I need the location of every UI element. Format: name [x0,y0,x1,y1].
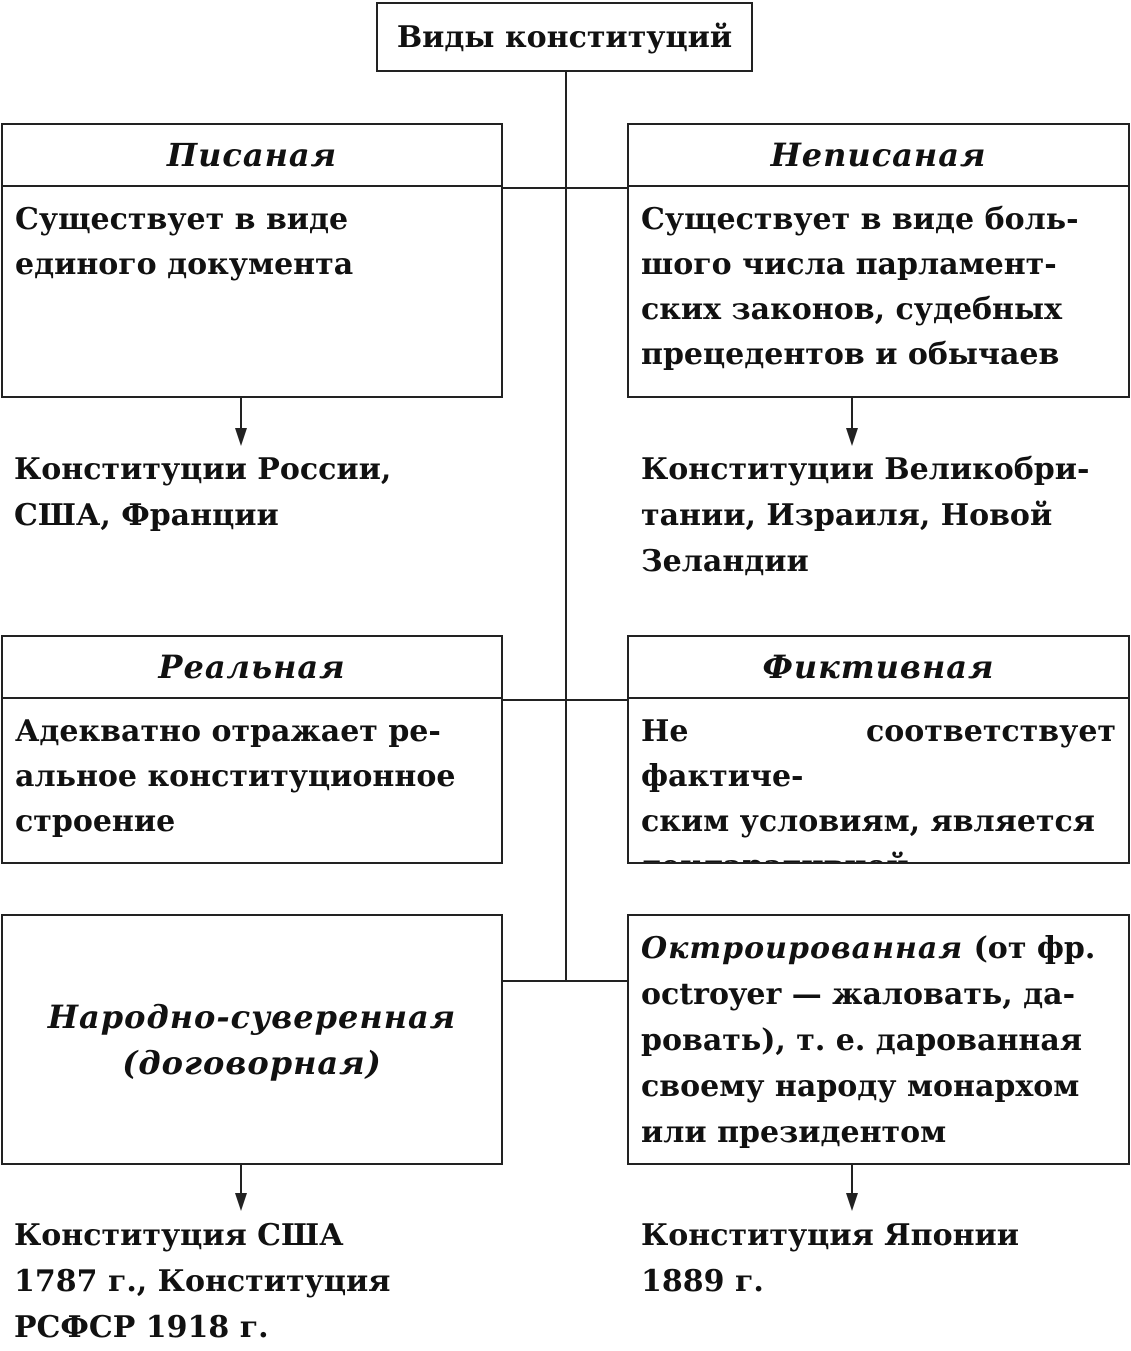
unwritten-description: Существует в виде боль- шого числа парла… [629,187,1128,377]
description-line: ским условиям, является [641,804,1095,839]
description-line: или президентом [641,1115,947,1150]
example-line: Конституция Японии [641,1218,1020,1253]
description-line: Адекватно отражает ре- [15,714,441,749]
popular-title: Народно-суверенная (договорная) [3,916,501,1163]
written-title: Писаная [3,125,501,187]
description-line: Октроированная (от фр. [641,926,1116,972]
popular-box: Народно-суверенная (договорная) [1,914,503,1165]
written-box: Писаная Существует в виде единого докуме… [1,123,503,398]
description-line: своему народу монархом [641,1069,1080,1104]
description-line: octroyer — жаловать, да- [641,977,1076,1012]
example-line: 1889 г. [641,1264,764,1299]
real-description: Адекватно отражает ре- альное конституци… [3,699,501,844]
real-title: Реальная [3,637,501,699]
description-line: строение [15,804,176,839]
popular-title-line: (договорная) [122,1043,382,1082]
octroyed-description: Октроированная (от фр. octroyer — жалова… [629,916,1128,1156]
octroyed-arrow [851,1165,853,1195]
description-line: альное конституционное [15,759,456,794]
example-line: Конституции России, [14,452,392,487]
unwritten-title: Неписаная [629,125,1128,187]
unwritten-arrow-head [846,428,858,446]
written-arrow [240,398,242,430]
octroyed-title: Октроированная [641,931,964,966]
popular-examples: Конституция США 1787 г., Конституция РСФ… [14,1213,390,1351]
written-arrow-head [235,428,247,446]
popular-arrow-head [235,1193,247,1211]
written-examples: Конституции России, США, Франции [14,447,391,539]
description-line: Существует в виде боль- [641,202,1079,237]
popular-title-line: Народно-суверенная [47,997,457,1036]
example-line: Конституции Великобри- [641,452,1090,487]
example-line: 1787 г., Конституция [14,1264,391,1299]
fictitious-title: Фиктивная [629,637,1128,699]
popular-arrow [240,1165,242,1195]
description-line: шого числа парламент- [641,247,1057,282]
connector-line-row3 [502,980,628,982]
example-line: США, Франции [14,498,279,533]
octroyed-examples: Конституция Японии 1889 г. [641,1213,1019,1305]
description-line: ских законов, судебных [641,292,1062,327]
connector-line-row2 [502,699,628,701]
unwritten-arrow [851,398,853,430]
fictitious-box: Фиктивная Не соответствует фактиче- ским… [627,635,1130,864]
trunk-line [565,72,567,982]
written-description: Существует в виде единого документа [15,202,354,282]
octroyed-arrow-head [846,1193,858,1211]
fictitious-description: Не соответствует фактиче- ским условиям,… [629,699,1128,862]
example-line: тании, Израиля, Новой [641,498,1053,533]
unwritten-box: Неписаная Существует в виде боль- шого ч… [627,123,1130,398]
octroyed-title-suffix: (от фр. [963,931,1096,966]
real-box: Реальная Адекватно отражает ре- альное к… [1,635,503,864]
description-line: Не соответствует фактиче- [641,714,1116,794]
unwritten-examples: Конституции Великобри- тании, Израиля, Н… [641,447,1089,585]
octroyed-box: Октроированная (от фр. octroyer — жалова… [627,914,1130,1165]
example-line: Конституция США [14,1218,344,1253]
description-line: декларативной [641,844,1116,862]
example-line: РСФСР 1918 г. [14,1310,269,1345]
example-line: Зеландии [641,544,809,579]
description-line: прецедентов и обычаев [641,337,1060,372]
diagram-title: Виды конституций [376,2,753,72]
connector-line-row1 [502,187,628,189]
description-line: ровать), т. е. дарованная [641,1023,1082,1058]
